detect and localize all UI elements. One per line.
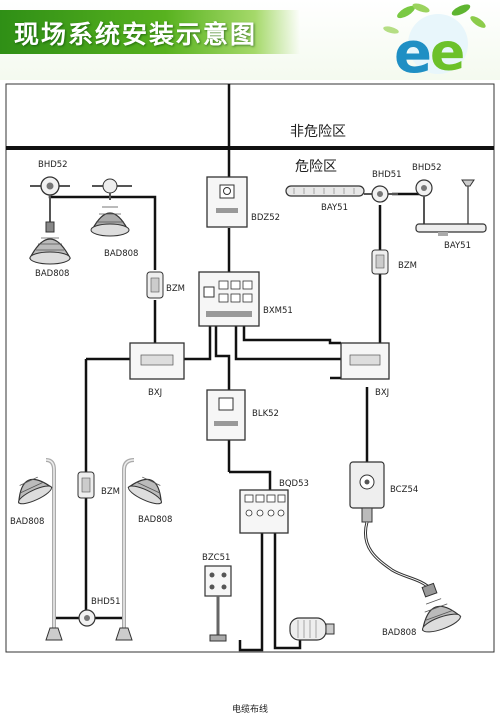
motor-icon: [289, 617, 335, 641]
e-logo-icon: e e: [383, 3, 486, 80]
lamp-icon: [18, 458, 63, 641]
bzm-bottom-label: BZM: [101, 487, 120, 497]
distribution-box-icon: [198, 271, 260, 327]
bxj-right-label: BXJ: [375, 388, 389, 398]
bzm-right-label: BZM: [398, 261, 417, 271]
bqd53-label: BQD53: [279, 479, 309, 489]
led-bar-icon: [415, 179, 487, 236]
led-bar-icon: [285, 185, 365, 197]
junction-box-icon: [349, 461, 434, 592]
bdz52-label: BDZ52: [251, 213, 280, 223]
switch-box-icon: [204, 565, 232, 642]
switch-box-icon: [239, 489, 289, 534]
bhd52-junction-left: [30, 176, 70, 225]
lamp-icon: [421, 582, 462, 633]
svg-text:e: e: [394, 21, 432, 80]
bhd51-bottom-label: BHD51: [91, 597, 121, 607]
non-hazard-zone-label: 非危险区: [290, 124, 346, 140]
junction-box-icon: [415, 179, 433, 224]
junction-box-icon: [78, 609, 96, 627]
junction-box-icon: [146, 271, 164, 299]
bxj-left-label: BXJ: [148, 388, 162, 398]
junction-box-icon: [77, 471, 95, 499]
bad808-left-bottom-label: BAD808: [10, 517, 44, 527]
lamp-icon: [29, 221, 71, 265]
bad808-second-label: BAD808: [104, 249, 138, 259]
hazard-zone-label: 危险区: [295, 159, 337, 175]
svg-text:e: e: [430, 23, 465, 80]
junction-box-icon: [129, 342, 185, 380]
bcz54-label: BCZ54: [390, 485, 418, 495]
title-band: [0, 10, 300, 54]
bhd52-right-label: BHD52: [412, 163, 442, 173]
junction-box-icon: [340, 342, 390, 380]
bzm-left-label: BZM: [166, 284, 185, 294]
distribution-box-icon: [206, 176, 248, 228]
bhd52-left-label: BHD52: [38, 160, 68, 170]
junction-box-icon: [371, 249, 389, 275]
page-title: 现场系统安装示意图: [14, 20, 258, 49]
bad808-mid-bottom-label: BAD808: [138, 515, 172, 525]
bay51-top-label: BAY51: [321, 203, 348, 213]
bxm51-label: BXM51: [263, 306, 293, 316]
bay51-right-label: BAY51: [444, 241, 471, 251]
installation-diagram: 非危险区 危险区 电缆布线 BHD52: [5, 83, 495, 715]
lamp-icon: [115, 458, 162, 641]
lamp-icon: [90, 178, 132, 237]
bad808-right-label: BAD808: [382, 628, 416, 638]
bhd51-right-label: BHD51: [372, 170, 402, 180]
bzc51-label: BZC51: [202, 553, 230, 563]
switch-box-icon: [206, 389, 246, 441]
header-banner: 现场系统安装示意图 e e: [0, 0, 500, 80]
junction-box-icon: [364, 185, 398, 203]
cable-routing-label: 电缆布线: [232, 703, 268, 715]
blk52-label: BLK52: [252, 409, 279, 419]
bad808-left-top-label: BAD808: [35, 269, 69, 279]
